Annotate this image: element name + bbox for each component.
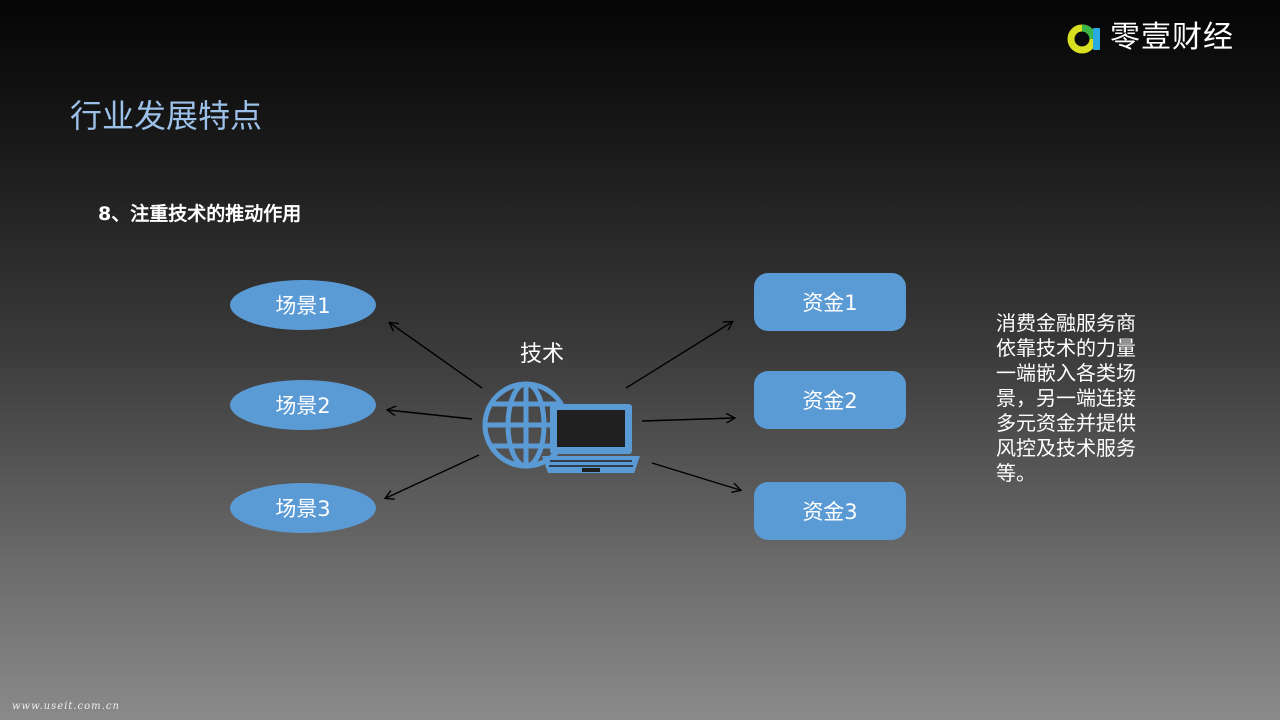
section-subtitle: 8、注重技术的推动作用 [98, 203, 302, 225]
scene-node-1: 场景1 [230, 280, 376, 330]
scene-node-3: 场景3 [230, 483, 376, 533]
arrow-to-fund-2 [641, 418, 734, 421]
side-note: 消费金融服务商 依靠技术的力量 一端嵌入各类场 景，另一端连接 多元资金并提供 … [996, 311, 1156, 486]
arrow-to-scene-1 [390, 323, 483, 389]
side-note-line: 一端嵌入各类场 [996, 361, 1136, 385]
scene-node-2: 场景2 [230, 380, 376, 430]
arrow-to-scene-3 [386, 454, 480, 498]
side-note-line: 多元资金并提供 [996, 411, 1136, 435]
tech-label: 技术 [520, 342, 565, 367]
watermark: www.useit.com.cn [12, 701, 120, 712]
globe-laptop-icon [482, 381, 640, 473]
brand-name: 零壹财经 [1110, 20, 1234, 55]
fund-node-3: 资金3 [754, 482, 906, 540]
side-note-line: 等。 [996, 461, 1036, 485]
page-title: 行业发展特点 [70, 97, 263, 135]
brand-logo: 零壹财经 [1066, 18, 1234, 58]
fund-node-2: 资金2 [754, 371, 906, 429]
side-note-line: 风控及技术服务 [996, 436, 1136, 460]
arrow-to-fund-1 [625, 322, 732, 389]
side-note-line: 消费金融服务商 [996, 311, 1136, 335]
arrow-to-scene-2 [388, 410, 473, 420]
brand-mark-icon [1067, 24, 1100, 54]
fund-node-1: 资金1 [754, 273, 906, 331]
side-note-line: 依靠技术的力量 [996, 336, 1136, 360]
arrow-to-fund-3 [651, 462, 740, 490]
side-note-line: 景，另一端连接 [996, 386, 1136, 410]
